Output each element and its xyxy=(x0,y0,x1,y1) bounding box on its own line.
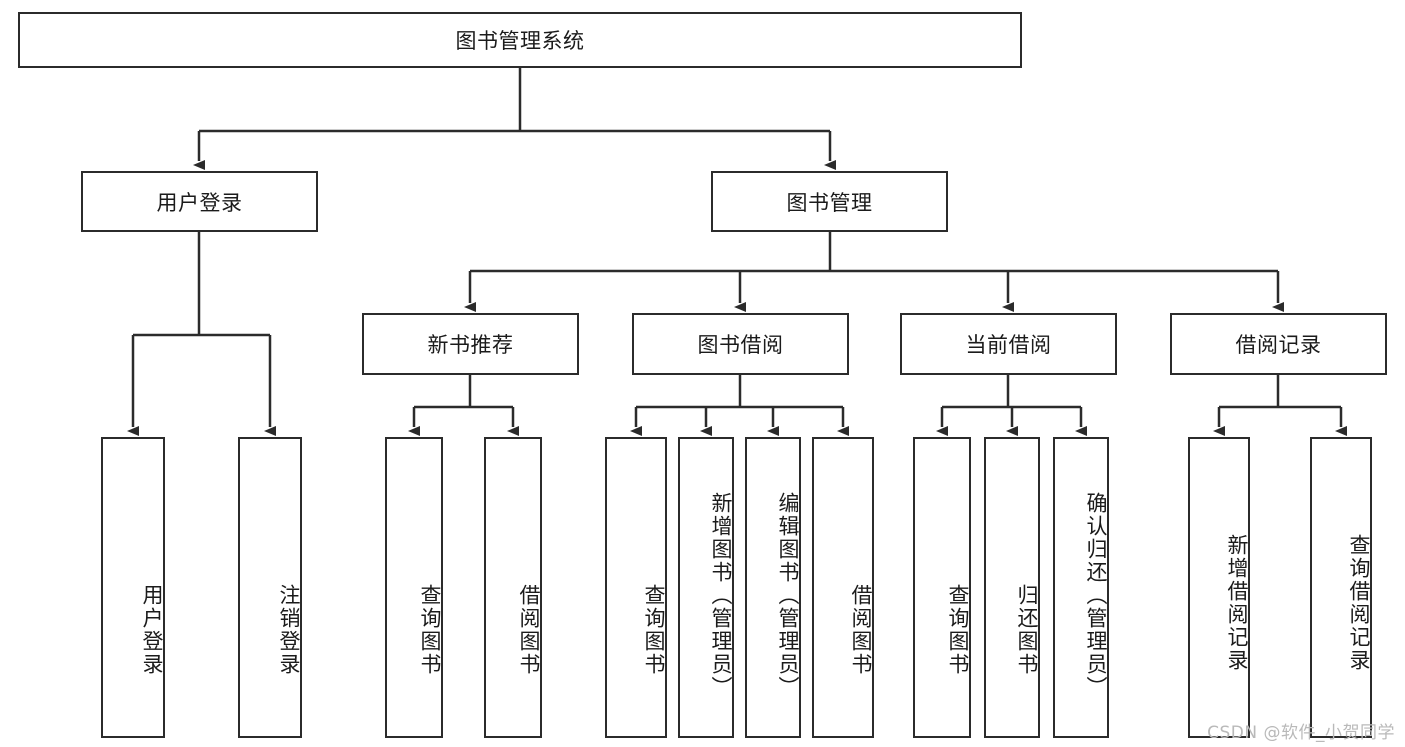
leaf-label: 查询图书 xyxy=(642,583,666,676)
leaf-edit-book-admin[interactable]: 编辑图书（管理员） xyxy=(745,437,801,738)
node-root-label: 图书管理系统 xyxy=(455,29,585,53)
leaf-query-book-current[interactable]: 查询图书 xyxy=(913,437,971,738)
leaf-add-borrow-record[interactable]: 新增借阅记录 xyxy=(1188,437,1250,738)
leaf-user-logout[interactable]: 注销登录 xyxy=(238,437,302,738)
node-user-login[interactable]: 用户登录 xyxy=(81,171,318,232)
node-book-management-label: 图书管理 xyxy=(786,190,873,215)
leaf-label: 查询借阅记录 xyxy=(1347,533,1371,672)
leaf-label: 借阅图书 xyxy=(517,583,541,676)
node-book-management[interactable]: 图书管理 xyxy=(711,171,948,232)
leaf-label: 查询图书 xyxy=(946,583,970,676)
leaf-add-book-admin[interactable]: 新增图书（管理员） xyxy=(678,437,734,738)
node-new-book-recommend-label: 新书推荐 xyxy=(427,333,514,357)
leaf-query-borrow-record[interactable]: 查询借阅记录 xyxy=(1310,437,1372,738)
watermark-text: CSDN @软件_小贺同学 xyxy=(1207,723,1395,743)
leaf-query-book-recommend[interactable]: 查询图书 xyxy=(385,437,443,738)
leaf-confirm-return-admin[interactable]: 确认归还（管理员） xyxy=(1053,437,1109,738)
leaf-borrow-book[interactable]: 借阅图书 xyxy=(812,437,874,738)
node-new-book-recommend[interactable]: 新书推荐 xyxy=(362,313,579,375)
node-current-borrow-label: 当前借阅 xyxy=(965,333,1052,357)
node-borrow-record[interactable]: 借阅记录 xyxy=(1170,313,1387,375)
leaf-return-book[interactable]: 归还图书 xyxy=(984,437,1040,738)
node-root[interactable]: 图书管理系统 xyxy=(18,12,1022,68)
node-borrow-record-label: 借阅记录 xyxy=(1235,333,1322,357)
leaf-label: 注销登录 xyxy=(277,583,301,676)
node-user-login-label: 用户登录 xyxy=(156,190,243,215)
leaf-borrow-book-recommend[interactable]: 借阅图书 xyxy=(484,437,542,738)
node-book-borrow-label: 图书借阅 xyxy=(697,333,784,357)
leaf-label: 借阅图书 xyxy=(849,583,873,676)
leaf-label: 编辑图书（管理员） xyxy=(776,492,800,699)
node-current-borrow[interactable]: 当前借阅 xyxy=(900,313,1117,375)
node-book-borrow[interactable]: 图书借阅 xyxy=(632,313,849,375)
leaf-label: 用户登录 xyxy=(140,583,164,676)
leaf-label: 查询图书 xyxy=(418,583,442,676)
leaf-label: 归还图书 xyxy=(1015,583,1039,676)
leaf-user-login[interactable]: 用户登录 xyxy=(101,437,165,738)
leaf-label: 新增借阅记录 xyxy=(1225,533,1249,672)
leaf-label: 确认归还（管理员） xyxy=(1084,492,1108,699)
leaf-query-book[interactable]: 查询图书 xyxy=(605,437,667,738)
leaf-label: 新增图书（管理员） xyxy=(709,492,733,699)
